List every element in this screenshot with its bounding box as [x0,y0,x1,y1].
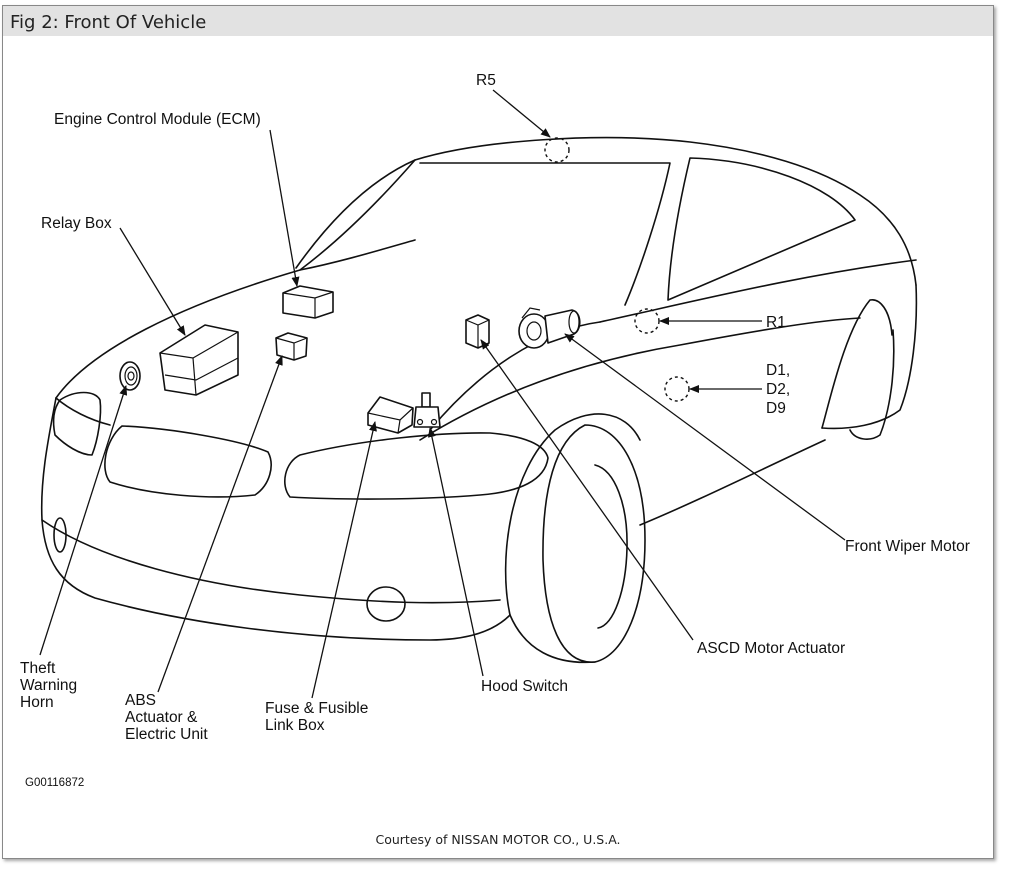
horn-part [119,361,141,391]
relay-box-part [159,324,239,396]
label-r1: R1 [766,314,786,331]
ecm-part [282,285,334,319]
label-d-line2: D2, [766,381,790,398]
wiper-motor-part [518,307,581,349]
abs-unit-part [275,332,308,361]
figure-title: Fig 2: Front Of Vehicle [10,12,207,33]
label-fuse-line2: Link Box [265,717,325,734]
fuse-box-part [367,396,414,434]
label-abs-line2: Actuator & [125,709,198,726]
label-horn-line2: Warning [20,677,77,694]
car-outline [40,136,918,664]
label-ecm: Engine Control Module (ECM) [54,111,261,128]
ascd-actuator-part [465,314,490,349]
label-r5: R5 [476,72,496,89]
d-connectors-location-marker [664,376,690,402]
figure-frame: Fig 2: Front Of Vehicle [2,5,994,859]
label-front-wiper-motor: Front Wiper Motor [845,538,970,555]
label-d-line1: D1, [766,362,790,379]
courtesy-note: Courtesy of NISSAN MOTOR CO., U.S.A. [375,832,620,847]
label-horn-line3: Horn [20,694,54,711]
label-fuse-line1: Fuse & Fusible [265,700,368,717]
label-horn-line1: Theft [20,660,56,677]
label-ascd-motor-actuator: ASCD Motor Actuator [697,640,845,657]
label-relay-box: Relay Box [41,215,112,232]
figure-code: G00116872 [25,777,84,789]
label-d-line3: D9 [766,400,786,417]
r5-location-marker [544,137,570,163]
label-abs-line1: ABS [125,692,156,709]
hood-switch-part [413,392,441,428]
label-abs-line3: Electric Unit [125,726,208,743]
figure-title-bar: Fig 2: Front Of Vehicle [3,6,993,36]
leader-lines [39,89,846,699]
label-hood-switch: Hood Switch [481,678,568,695]
